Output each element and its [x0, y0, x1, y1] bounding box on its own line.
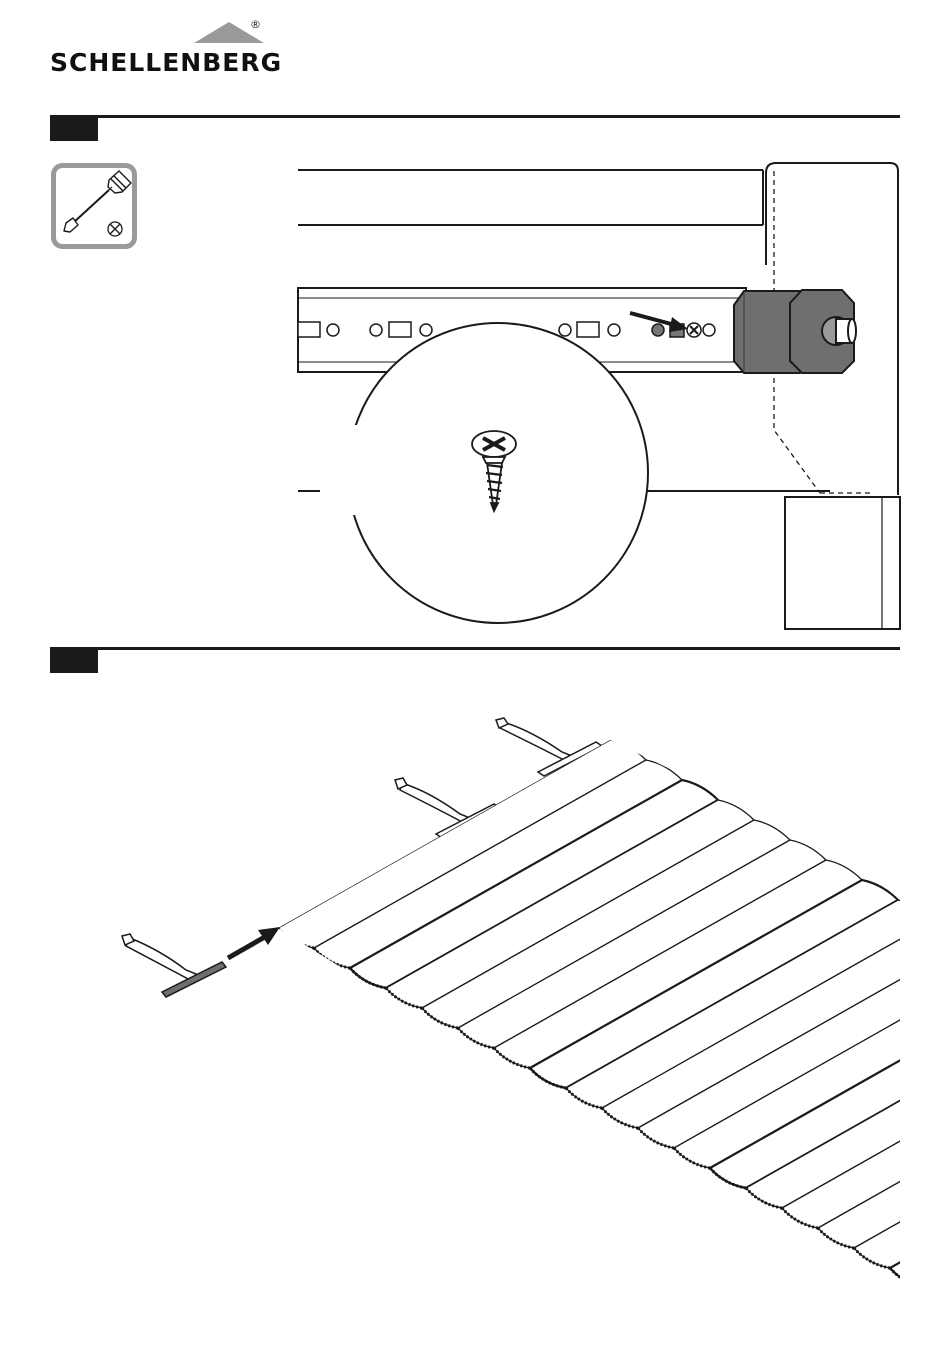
step-1-tab	[50, 117, 98, 141]
roller-shaft-illustration	[290, 155, 910, 635]
step-2-rule	[50, 647, 900, 650]
side-box-panel	[766, 163, 900, 629]
shaft-screw-icon	[687, 323, 701, 337]
step-1-rule	[50, 115, 900, 118]
registered-mark: ®	[250, 18, 261, 31]
brand-wordmark: SCHELLENBERG	[50, 48, 282, 77]
step-2-tab	[50, 649, 98, 673]
shutter-curtain-illustration	[110, 700, 910, 1320]
shutter-curtain	[278, 740, 910, 1320]
insert-strap-arrow	[228, 927, 280, 958]
brand-logo: ® SCHELLENBERG	[48, 18, 270, 82]
shaft-end-cap	[734, 290, 856, 373]
step-2-header-bar	[50, 647, 900, 673]
lintel-frame	[298, 170, 763, 225]
strap-left-loose	[122, 934, 226, 997]
step-1-header-bar	[50, 115, 900, 141]
tool-required-box	[51, 163, 137, 249]
